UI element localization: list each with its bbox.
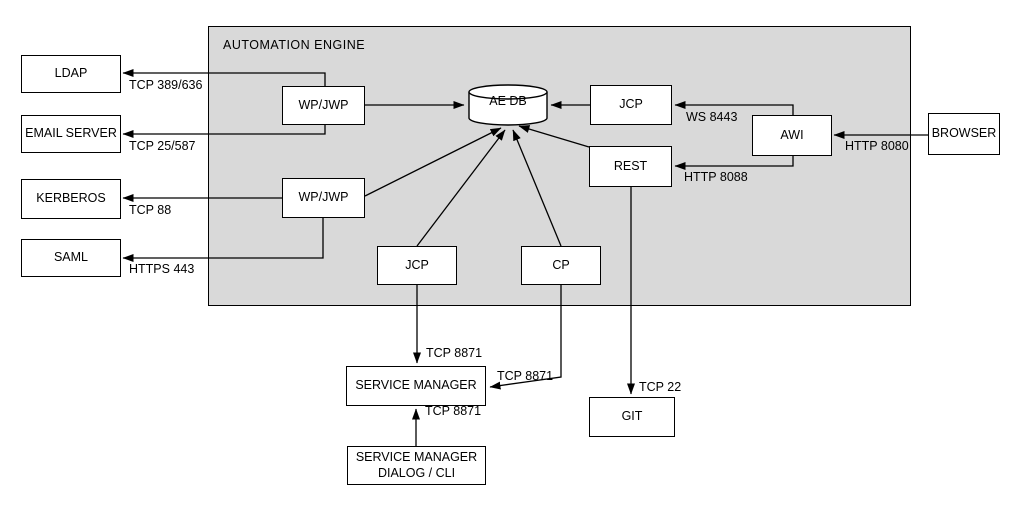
edge-wpjwp1-email-server (122, 125, 326, 138)
edge-wpjwp1-ldap (122, 69, 326, 86)
port-label-tcp-8871-cp: TCP 8871 (497, 369, 554, 383)
edge-cp-aedb (512, 129, 562, 247)
node-jcp-top: JCP (590, 85, 672, 125)
node-git: GIT (589, 397, 675, 437)
edge-rest-aedb (518, 125, 590, 148)
port-label-saml: HTTPS 443 (129, 262, 195, 276)
node-awi: AWI (752, 115, 832, 156)
ae-db-label: AE DB (489, 94, 527, 108)
service-manager-dialog-line1: SERVICE MANAGER (355, 449, 478, 464)
node-wp-jwp-1: WP/JWP (282, 86, 365, 125)
port-label-tcp-8871-jcp: TCP 8871 (426, 346, 483, 360)
node-service-manager-dialog-cli: SERVICE MANAGER DIALOG / CLI (347, 446, 486, 485)
edge-wpjwp2-aedb (364, 127, 502, 197)
node-cp: CP (521, 246, 601, 285)
node-wp-jwp-2: WP/JWP (282, 178, 365, 218)
automation-engine-title: AUTOMATION ENGINE (223, 38, 366, 52)
edge-jcpbottom-aedb (416, 129, 506, 247)
edge-awi-rest (674, 156, 794, 170)
node-email-server: EMAIL SERVER (21, 115, 121, 153)
edge-awi-jcptop (674, 101, 794, 115)
port-label-http-8088: HTTP 8088 (684, 170, 748, 184)
port-label-email: TCP 25/587 (129, 139, 196, 153)
node-kerberos: KERBEROS (21, 179, 121, 219)
node-rest: REST (589, 146, 672, 187)
port-label-http-8080: HTTP 8080 (845, 139, 909, 153)
node-jcp-bottom: JCP (377, 246, 457, 285)
node-ae-db: AE DB (468, 84, 548, 126)
port-label-ldap: TCP 389/636 (129, 78, 203, 92)
edge-wpjwp2-saml (122, 218, 324, 262)
node-browser: BROWSER (928, 113, 1000, 155)
node-saml: SAML (21, 239, 121, 277)
port-label-ws-8443: WS 8443 (686, 110, 738, 124)
database-cylinder-icon (468, 84, 548, 126)
node-service-manager: SERVICE MANAGER (346, 366, 486, 406)
port-label-tcp-8871-dialog: TCP 8871 (425, 404, 482, 418)
port-label-tcp-22: TCP 22 (639, 380, 682, 394)
port-label-kerberos: TCP 88 (129, 203, 172, 217)
service-manager-dialog-line2: DIALOG / CLI (377, 465, 456, 480)
edge-cp-servicemanager (489, 285, 562, 390)
node-ldap: LDAP (21, 55, 121, 93)
